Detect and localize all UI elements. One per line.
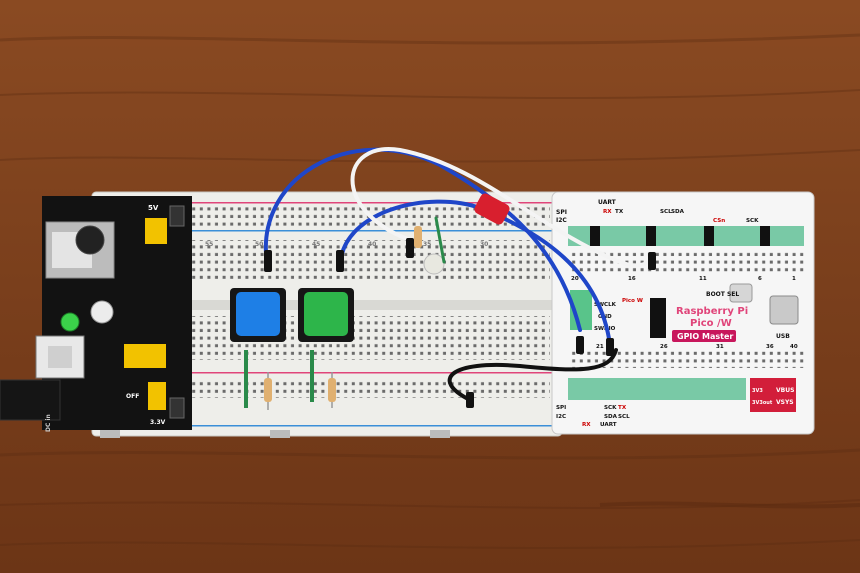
jumper-bottom xyxy=(169,397,185,419)
bottom-gpio-strip xyxy=(568,378,746,400)
bottom-signal-labels: SPI I2C SCK TX SDA SCL RX UART xyxy=(556,405,630,428)
col-number: 35 xyxy=(423,241,431,248)
pin-number: 40 xyxy=(790,344,798,350)
signal-label: I2C xyxy=(556,414,566,420)
power-led xyxy=(60,312,80,332)
resistor-1 xyxy=(264,378,272,402)
rgb-led xyxy=(423,253,445,275)
3v3out-label: 3V3out xyxy=(752,400,773,406)
pin-number: 6 xyxy=(758,276,762,282)
pin-number: 11 xyxy=(699,276,707,282)
bottom-rail-blue-line xyxy=(102,425,552,427)
debug-pins xyxy=(650,298,666,338)
signal-label: SCK xyxy=(604,405,617,411)
power-supply-module: 5V 3.3V DC in OFF xyxy=(0,196,192,432)
signal-label: SCL xyxy=(618,414,630,420)
debug-swdio: SWDIO xyxy=(594,326,616,332)
green-led-wire xyxy=(434,216,446,264)
vsys-label: VSYS xyxy=(776,399,794,406)
spi-label: SPI xyxy=(556,209,567,216)
vbus-block xyxy=(750,378,796,412)
signal-label: SDA xyxy=(671,209,685,215)
top-gnd-pins xyxy=(590,226,770,246)
wire-connectors xyxy=(264,238,656,408)
signal-label: TX xyxy=(618,405,627,411)
bootsel-label: BOOT SEL xyxy=(706,291,739,298)
header-5v-bottom xyxy=(148,382,166,410)
col-number: 50 xyxy=(255,241,263,248)
vbus-label: VBUS xyxy=(776,387,794,394)
pico-w-label: Pico W xyxy=(622,298,643,304)
red-sleeve xyxy=(474,193,510,225)
signal-label: SPI xyxy=(556,405,566,411)
black-wire xyxy=(447,348,618,402)
pin-number: 31 xyxy=(716,344,724,350)
pin-number: 26 xyxy=(660,344,668,350)
signal-label: SCK xyxy=(746,218,759,224)
i2c-label: I2C xyxy=(556,217,567,224)
usb-port[interactable] xyxy=(769,295,799,325)
header-cluster xyxy=(124,344,166,368)
breadboard-column-numbers: 55 50 45 40 35 30 xyxy=(205,241,488,248)
board-title-line1: Raspberry Pi xyxy=(676,306,748,317)
bootsel-button[interactable] xyxy=(729,283,753,303)
signal-label: TX xyxy=(615,209,624,215)
label-off: OFF xyxy=(126,393,139,400)
col-number: 45 xyxy=(312,241,320,248)
blue-push-button[interactable] xyxy=(230,288,286,342)
bottom-rail-red-line xyxy=(102,372,552,374)
blue-wire-1 xyxy=(264,147,582,332)
board-title-line2: Pico /W xyxy=(690,318,732,329)
resistor-2 xyxy=(328,378,336,402)
gpio-master-badge xyxy=(672,330,736,342)
header-5v-top xyxy=(145,218,167,244)
capacitor xyxy=(75,225,105,255)
bottom-header-holes xyxy=(568,350,804,368)
pin-number: 1 xyxy=(792,276,796,282)
signal-label: CSn xyxy=(713,218,725,224)
power-switch-knob xyxy=(90,300,114,324)
top-gpio-strip xyxy=(568,226,804,246)
resistor-3 xyxy=(414,226,422,248)
col-number: 55 xyxy=(205,241,213,248)
label-5v: 5V xyxy=(148,204,159,212)
top-signal-labels: RX TX SCL SDA CSn SCK xyxy=(603,209,759,224)
pico-gpio-master-board: UART SPI I2C RX TX SCL SDA CSn SCK 20 16… xyxy=(551,191,815,435)
signal-label: UART xyxy=(600,422,617,428)
signal-label: SCL xyxy=(660,209,672,215)
jumper-top xyxy=(169,205,185,227)
pin-number: 36 xyxy=(766,344,774,350)
usb-label: USB xyxy=(776,333,790,340)
signal-label: SDA xyxy=(604,414,618,420)
label-dc-in: DC in xyxy=(45,414,52,432)
gpio-master-text: GPIO Master xyxy=(677,332,733,341)
green-push-button[interactable] xyxy=(298,288,354,342)
col-number: 30 xyxy=(480,241,488,248)
top-pin-numbers: 20 16 11 6 1 xyxy=(571,276,796,282)
pin-number: 20 xyxy=(571,276,579,282)
top-rail-holes xyxy=(110,206,550,226)
signal-label: RX xyxy=(603,209,612,215)
label-33v: 3.3V xyxy=(150,419,166,426)
pin-number: 16 xyxy=(628,276,636,282)
debug-swclk: SWCLK xyxy=(594,302,617,308)
white-wire xyxy=(350,147,654,268)
bottom-pin-numbers: 21 26 31 36 40 xyxy=(596,344,798,350)
dc-barrel-jack xyxy=(0,379,61,421)
3v3-label: 3V3 xyxy=(752,388,763,394)
uart-label: UART xyxy=(598,199,617,206)
signal-label: RX xyxy=(582,422,591,428)
pin-number: 21 xyxy=(596,344,604,350)
col-number: 40 xyxy=(368,241,376,248)
top-header-holes xyxy=(568,252,804,272)
resistors xyxy=(244,226,422,410)
top-rail-blue-line xyxy=(102,230,552,232)
top-rail-red-line xyxy=(102,202,552,204)
